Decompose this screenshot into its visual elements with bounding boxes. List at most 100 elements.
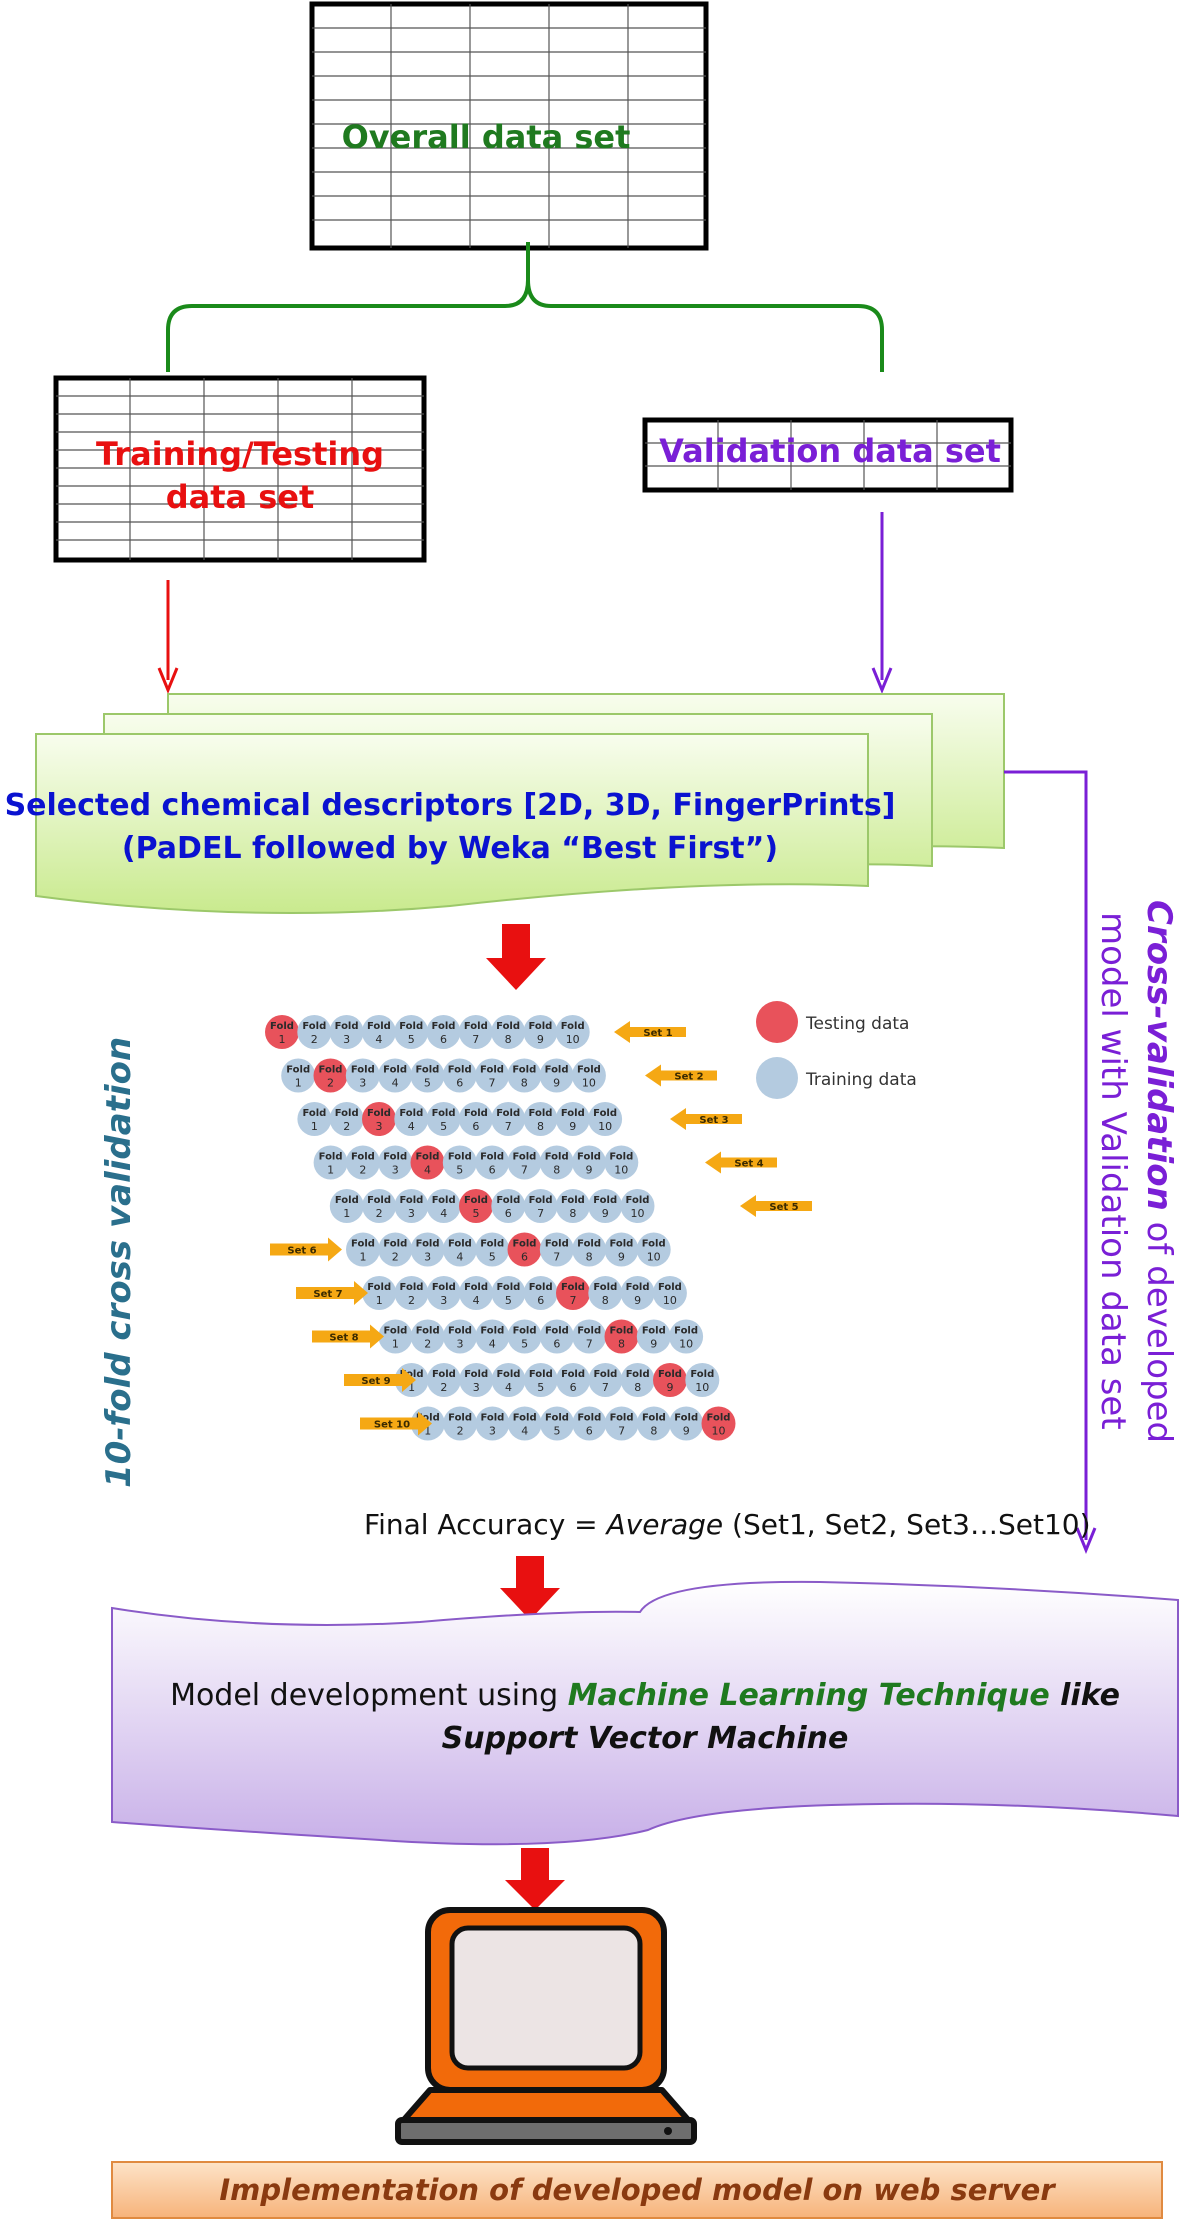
overall-data-set-table bbox=[309, 1, 709, 251]
fold-word-label: Fold bbox=[513, 1239, 537, 1250]
training-fold-circle bbox=[459, 1276, 494, 1310]
block-arrow-to-laptop bbox=[505, 1848, 565, 1910]
fold-number-label: 7 bbox=[586, 1338, 593, 1351]
fold-word-label: Fold bbox=[561, 1369, 585, 1380]
fold-word-label: Fold bbox=[610, 1413, 634, 1424]
set-arrow-label: Set 2 bbox=[674, 1072, 703, 1083]
fold-number-label: 1 bbox=[360, 1251, 367, 1264]
training-fold-circle bbox=[475, 1058, 509, 1093]
fold-word-label: Fold bbox=[593, 1369, 617, 1380]
testing-fold-circle bbox=[653, 1363, 687, 1397]
fold-word-label: Fold bbox=[480, 1413, 504, 1424]
fold-number-label: 4 bbox=[392, 1077, 399, 1090]
fold-number-label: 2 bbox=[424, 1338, 431, 1351]
fold-number-label: 10 bbox=[695, 1381, 709, 1394]
training-fold-circle bbox=[523, 1276, 558, 1310]
training-fold-circle bbox=[378, 1145, 413, 1180]
fold-word-label: Fold bbox=[383, 1239, 407, 1250]
training-fold-circle bbox=[442, 1232, 477, 1267]
fold-number-label: 9 bbox=[553, 1077, 560, 1090]
fold-word-label: Fold bbox=[593, 1195, 617, 1206]
fold-number-label: 9 bbox=[667, 1381, 674, 1394]
training-fold-circle bbox=[669, 1319, 704, 1354]
block-arrow-to-model bbox=[500, 1556, 560, 1620]
fold-word-label: Fold bbox=[609, 1152, 633, 1163]
fold-number-label: 10 bbox=[679, 1338, 693, 1351]
fold-number-label: 6 bbox=[537, 1294, 544, 1307]
fold-word-label: Fold bbox=[351, 1065, 375, 1076]
fold-word-label: Fold bbox=[610, 1326, 634, 1337]
fold-word-label: Fold bbox=[464, 1195, 488, 1206]
set-arrow bbox=[296, 1281, 368, 1305]
final-accuracy-suffix: (Set1, Set2, Set3…Set10) bbox=[723, 1508, 1090, 1541]
training-fold-circle bbox=[378, 1319, 413, 1354]
overall-data-set-label: Overall data set bbox=[342, 118, 631, 156]
fold-number-label: 8 bbox=[618, 1338, 625, 1351]
fold-word-label: Fold bbox=[561, 1282, 585, 1293]
fold-word-label: Fold bbox=[432, 1108, 456, 1119]
training-fold-circle bbox=[588, 1276, 623, 1310]
fold-word-label: Fold bbox=[416, 1152, 440, 1163]
fold-word-label: Fold bbox=[577, 1413, 601, 1424]
training-fold-circle bbox=[572, 1319, 607, 1354]
training-fold-circle bbox=[426, 1189, 461, 1223]
training-fold-circle bbox=[394, 1276, 429, 1310]
training-fold-circle bbox=[669, 1406, 704, 1441]
fold-number-label: 1 bbox=[392, 1338, 399, 1351]
training-fold-circle bbox=[555, 1102, 590, 1136]
testing-fold-circle bbox=[410, 1145, 445, 1180]
training-fold-circle bbox=[394, 1189, 429, 1223]
fold-number-label: 6 bbox=[440, 1033, 447, 1046]
training-fold-circle bbox=[652, 1276, 687, 1310]
fold-word-label: Fold bbox=[432, 1369, 456, 1380]
fold-number-label: 9 bbox=[569, 1120, 576, 1133]
training-fold-circle bbox=[620, 1363, 655, 1397]
fold-word-label: Fold bbox=[545, 1152, 569, 1163]
fold-number-label: 4 bbox=[408, 1120, 415, 1133]
training-fold-circle bbox=[507, 1058, 542, 1093]
fold-word-label: Fold bbox=[335, 1108, 359, 1119]
fold-word-label: Fold bbox=[480, 1239, 504, 1250]
fold-number-label: 5 bbox=[489, 1251, 496, 1264]
fold-word-label: Fold bbox=[464, 1021, 488, 1032]
fold-word-label: Fold bbox=[416, 1326, 440, 1337]
fold-number-label: 7 bbox=[618, 1425, 625, 1438]
training-fold-circle bbox=[443, 1319, 477, 1354]
fold-number-label: 2 bbox=[359, 1164, 366, 1177]
fold-number-label: 3 bbox=[489, 1425, 496, 1438]
fold-number-label: 8 bbox=[537, 1120, 544, 1133]
fold-number-label: 1 bbox=[295, 1077, 302, 1090]
fold-word-label: Fold bbox=[351, 1239, 375, 1250]
fold-word-label: Fold bbox=[561, 1195, 585, 1206]
fold-word-label: Fold bbox=[529, 1195, 553, 1206]
fold-number-label: 4 bbox=[521, 1425, 528, 1438]
fold-word-label: Fold bbox=[577, 1065, 601, 1076]
fold-number-label: 1 bbox=[408, 1381, 415, 1394]
fold-word-label: Fold bbox=[432, 1021, 456, 1032]
set-arrow-label: Set 4 bbox=[734, 1159, 763, 1170]
training-fold-circle bbox=[378, 1058, 413, 1093]
set-arrow-label: Set 5 bbox=[769, 1202, 798, 1213]
fold-number-label: 7 bbox=[505, 1120, 512, 1133]
training-fold-circle bbox=[491, 1189, 526, 1223]
training-fold-circle bbox=[555, 1189, 590, 1223]
fold-word-label: Fold bbox=[416, 1413, 440, 1424]
fold-word-label: Fold bbox=[561, 1021, 585, 1032]
fold-word-label: Fold bbox=[707, 1413, 731, 1424]
set-arrow-label: Set 6 bbox=[287, 1246, 316, 1257]
testing-fold-circle bbox=[265, 1015, 299, 1049]
fold-word-label: Fold bbox=[480, 1065, 504, 1076]
training-fold-circle bbox=[491, 1363, 526, 1397]
training-fold-circle bbox=[604, 1232, 639, 1267]
testing-fold-circle bbox=[507, 1232, 542, 1267]
fold-word-label: Fold bbox=[448, 1413, 472, 1424]
fold-word-label: Fold bbox=[383, 1065, 407, 1076]
fold-number-label: 3 bbox=[408, 1207, 415, 1220]
fold-word-label: Fold bbox=[496, 1195, 520, 1206]
fold-word-label: Fold bbox=[286, 1065, 310, 1076]
fold-word-label: Fold bbox=[609, 1239, 633, 1250]
set-arrow bbox=[312, 1324, 384, 1349]
fold-number-label: 10 bbox=[631, 1207, 645, 1220]
training-fold-circle bbox=[604, 1145, 639, 1180]
fold-word-label: Fold bbox=[513, 1413, 537, 1424]
